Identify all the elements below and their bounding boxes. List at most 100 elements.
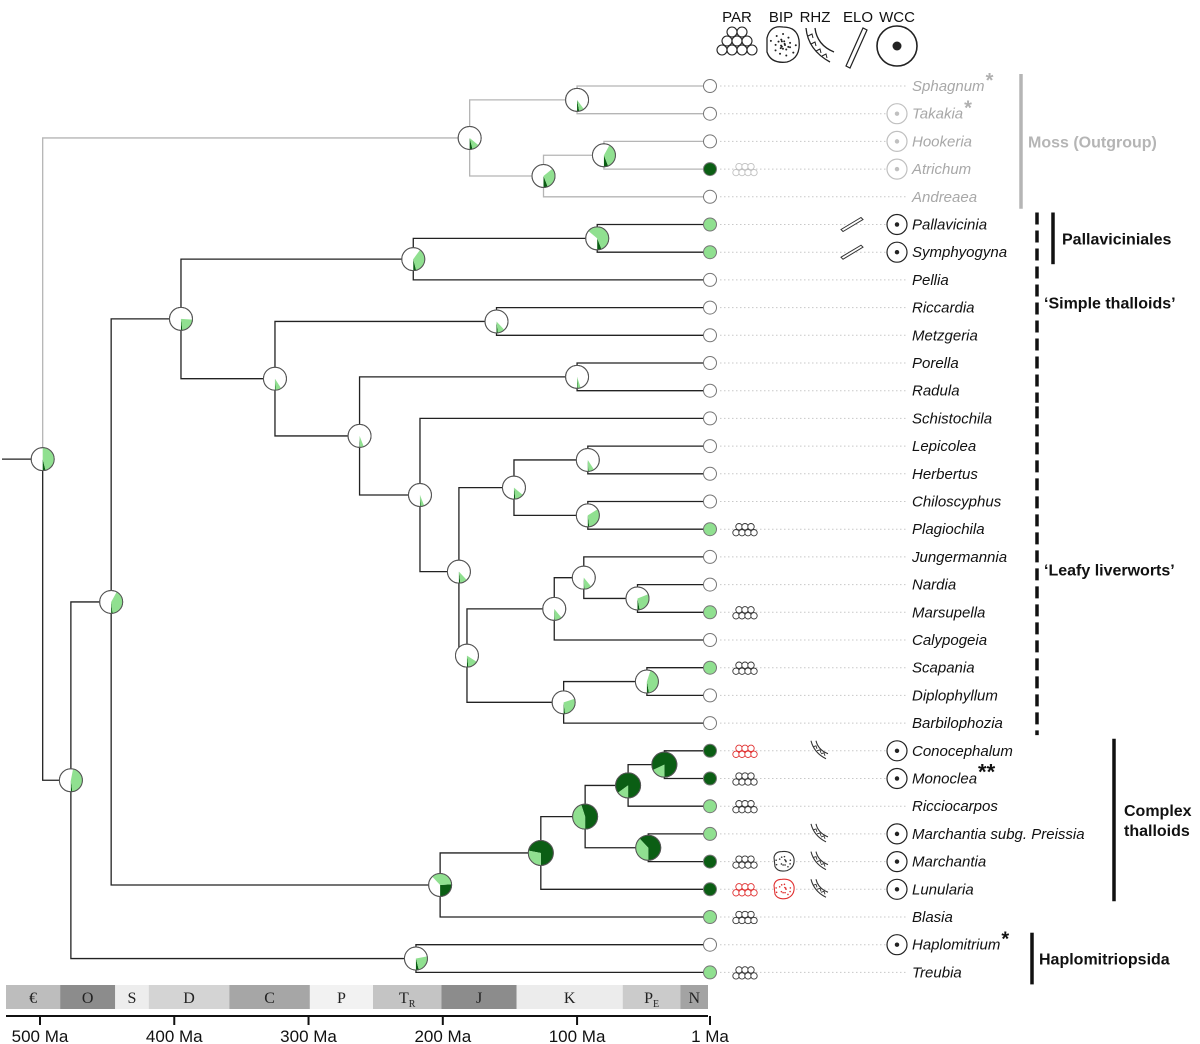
- branch-n-pellia: [180, 258, 414, 319]
- wcc-icon: [886, 241, 908, 263]
- taxon-label: Lunularia: [912, 881, 974, 898]
- tip-calypogeia: [703, 633, 717, 647]
- taxon-label: Andreaea: [911, 189, 977, 206]
- branch-hookeria: [603, 140, 710, 156]
- branch-herbertus: [587, 459, 710, 475]
- taxon-label: Marchantia subg. Preissia: [912, 826, 1085, 843]
- pie-n-rest: [347, 423, 372, 448]
- branch-n-moss: [42, 137, 470, 460]
- branch-n-sphtak: [469, 99, 578, 138]
- pie-n-lephe: [575, 447, 600, 472]
- wcc-icon: [886, 850, 908, 873]
- par-icon: [732, 661, 758, 675]
- period-pe: PE: [622, 985, 681, 1010]
- taxon-label: Jungermannia: [911, 549, 1007, 566]
- period-o: O: [60, 985, 116, 1009]
- tip-marchantia-subg-preissia: [703, 826, 717, 841]
- tip-pellia: [703, 272, 717, 287]
- period-label: J: [476, 990, 482, 1007]
- wcc-icon: [886, 740, 908, 762]
- taxon-label: Porella: [912, 355, 959, 372]
- period-label: K: [564, 990, 576, 1007]
- tip-leader-lines: [720, 85, 908, 973]
- header-elo: ELO: [843, 9, 873, 26]
- tip-ricciocarpos: [703, 799, 717, 814]
- clade-label-moss-outgroup: Moss (Outgroup): [1028, 134, 1157, 151]
- tip-jungermannia: [703, 549, 717, 564]
- time-tick-label: 400 Ma: [146, 1027, 203, 1044]
- taxon-label: Herbertus: [912, 466, 978, 483]
- taxon-label: Radula: [912, 383, 960, 400]
- tip-marsupella: [703, 605, 717, 620]
- bip-icon: [773, 878, 795, 900]
- branch-n-haplo: [70, 780, 416, 960]
- period-label: N: [688, 990, 700, 1007]
- par-icon: [732, 910, 758, 925]
- pie-n-narmar: [625, 586, 650, 611]
- taxon-label: Marsupella: [912, 604, 985, 621]
- tip-conocephalum: [703, 743, 717, 758]
- taxon-label: Lepicolea: [912, 438, 976, 455]
- taxon-label: Treubia: [912, 964, 962, 981]
- header-bip: BIP: [769, 9, 793, 26]
- pie-n-chipl: [575, 503, 600, 528]
- trait-icon-columns: [732, 103, 908, 980]
- tip-blasia: [703, 910, 717, 924]
- branch-n-march2: [439, 852, 541, 885]
- branch-n-scadip: [562, 680, 647, 703]
- elo-header-icon: [845, 27, 868, 69]
- taxon-label: Pellia: [912, 272, 949, 289]
- elo-icon: [840, 244, 864, 260]
- pie-n-leafy2: [446, 559, 471, 584]
- tip-scapania: [703, 660, 717, 675]
- tip-treubia: [703, 965, 717, 980]
- branch-n-jun2: [466, 608, 555, 656]
- branch-n-liv: [42, 459, 71, 781]
- pie-n-jun2: [542, 596, 567, 621]
- taxon-label: Chiloscyphus: [912, 494, 1002, 511]
- tip-sphagnum: [703, 79, 717, 93]
- wcc-icon: [886, 934, 908, 956]
- par-icon: [732, 966, 758, 980]
- taxon-label: Metzgeria: [912, 327, 978, 344]
- branch-porella: [576, 362, 710, 377]
- clade-label-leafy-liverworts: ‘Leafy liverworts’: [1044, 563, 1175, 580]
- time-tick-label: 300 Ma: [280, 1027, 337, 1044]
- taxon-label: Pallavicinia: [912, 217, 987, 234]
- period-d: D: [148, 985, 230, 1009]
- par-header-icon: [716, 26, 758, 56]
- wcc-icon: [886, 823, 908, 845]
- branch-n-porel: [180, 318, 275, 380]
- taxon-label: Scapania: [912, 660, 975, 677]
- tip-riccardia: [703, 300, 717, 315]
- clade-brackets: Moss (Outgroup)Pallaviciniales‘Simple th…: [1019, 74, 1192, 985]
- period-p: P: [309, 985, 373, 1009]
- wcc-icon: [886, 213, 908, 236]
- pie-n-haplo: [403, 946, 428, 971]
- tip-monoclea: [703, 771, 717, 786]
- pie-n-main: [99, 589, 124, 614]
- rhz-icon: [810, 823, 829, 843]
- branch-schistochila: [419, 417, 710, 496]
- period-label: €: [29, 990, 37, 1007]
- branch-n-leafy2: [419, 495, 459, 573]
- branch-jungermannia: [583, 556, 710, 578]
- header-rhz: RHZ: [800, 9, 831, 26]
- tip-plagiochila: [703, 522, 717, 537]
- wcc-icon: [886, 158, 908, 180]
- branch-metzgeria: [495, 321, 710, 336]
- branch-atrichum: [603, 155, 710, 170]
- wcc-icon: [886, 103, 908, 125]
- period-tr: TR: [372, 985, 442, 1010]
- pie-root: [30, 447, 55, 472]
- period-c: C: [229, 985, 310, 1009]
- tip-pallavicinia: [703, 217, 717, 232]
- branch-andreaea: [542, 176, 710, 198]
- wcc-header-icon: [876, 25, 918, 67]
- branch-n-scap: [466, 655, 564, 703]
- clade-label-pallaviciniales: Pallaviciniales: [1062, 231, 1172, 248]
- bip-icon: [773, 850, 795, 872]
